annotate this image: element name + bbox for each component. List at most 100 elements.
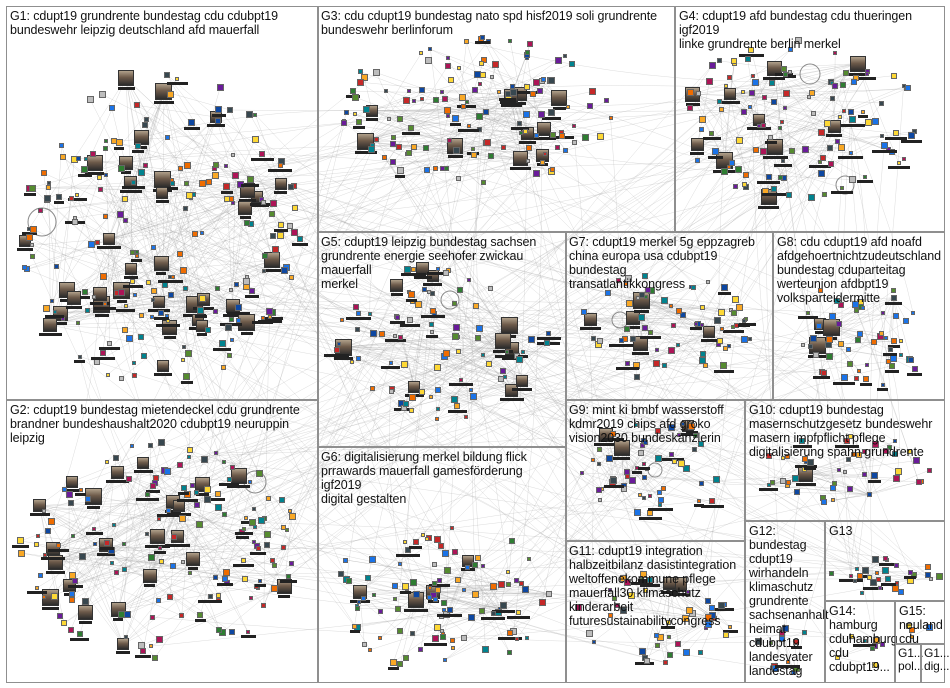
edge	[343, 346, 512, 391]
edge	[359, 81, 709, 283]
edge	[724, 60, 735, 161]
edge	[130, 137, 168, 183]
edge	[385, 90, 642, 344]
group-box-g5: G5: cdupt19 leipzig bundestag sachsen gr…	[318, 232, 566, 447]
group-label-g10: G10: cdupt19 bundestag masernschutzgeset…	[749, 403, 933, 459]
edge	[414, 292, 429, 388]
edge	[118, 486, 154, 610]
edge	[44, 554, 519, 613]
edge	[169, 139, 256, 328]
edge	[365, 53, 422, 142]
edge	[343, 313, 435, 348]
edge	[805, 474, 870, 495]
edge	[62, 156, 669, 623]
edge	[831, 82, 914, 314]
edge	[204, 458, 886, 559]
edge	[166, 74, 455, 401]
edge	[432, 275, 510, 326]
edge	[724, 67, 775, 161]
edge	[118, 532, 243, 610]
edge	[481, 171, 725, 612]
edge	[411, 325, 510, 411]
edge	[700, 618, 716, 653]
edge	[643, 354, 816, 498]
edge	[641, 300, 703, 325]
edge	[529, 558, 550, 595]
group-box-g14: G14: hamburg cduhamburg cdu cdubpt19...	[825, 601, 898, 683]
edge	[158, 232, 295, 303]
edge	[141, 586, 285, 646]
edge	[774, 67, 852, 577]
edge	[435, 560, 469, 639]
edge	[671, 332, 710, 351]
edge	[410, 116, 480, 128]
edge	[721, 109, 829, 345]
edge	[589, 583, 670, 634]
edge	[520, 100, 607, 159]
edge	[476, 64, 496, 329]
edge	[643, 574, 716, 619]
group-box-g9: G9: mint ki bmbf wasserstoff kdmr2019 ch…	[566, 400, 745, 541]
edge	[416, 593, 486, 650]
edge	[817, 290, 894, 346]
edge	[768, 441, 896, 486]
edge	[114, 98, 560, 142]
edge	[168, 303, 455, 511]
edge	[781, 632, 805, 634]
edge	[360, 71, 528, 135]
edge	[164, 338, 750, 472]
edge	[125, 122, 192, 163]
edge	[729, 93, 746, 176]
edge	[69, 526, 255, 586]
edge	[168, 349, 657, 511]
group-label-g7: G7: cdupt19 merkel 5g eppzagreb china eu…	[569, 235, 755, 291]
edge	[456, 112, 814, 328]
edge	[433, 595, 500, 609]
edge	[475, 564, 502, 585]
edge	[117, 472, 258, 547]
edge	[644, 618, 715, 658]
edge	[395, 585, 500, 609]
group-box-g17: G1... dig...	[921, 644, 950, 683]
edge	[227, 327, 416, 542]
edge	[106, 544, 190, 574]
group-box-g8: G8: cdu cdupt19 afd noafd afdgehoertnich…	[773, 232, 945, 400]
edge	[479, 116, 545, 130]
edge	[118, 524, 201, 610]
edge	[697, 143, 764, 152]
edge	[775, 135, 882, 147]
edge	[432, 463, 645, 593]
edge	[222, 141, 838, 633]
edge	[697, 143, 843, 188]
edge	[775, 146, 851, 154]
edge	[246, 111, 486, 323]
edge	[60, 198, 232, 314]
edge	[466, 41, 613, 479]
edge	[69, 562, 183, 586]
edge	[346, 112, 456, 146]
edge	[491, 76, 521, 159]
edge	[281, 332, 710, 500]
edge	[119, 142, 281, 185]
edge	[60, 120, 218, 314]
edge	[104, 91, 165, 304]
edge	[610, 583, 670, 617]
edge	[28, 236, 160, 303]
edge	[581, 472, 870, 495]
edge	[509, 40, 521, 94]
edge	[365, 63, 572, 142]
edge	[189, 195, 273, 261]
group-box-g1: G1: cdupt19 grundrente bundestag cdu cdu…	[6, 6, 318, 400]
edge	[434, 564, 549, 595]
edge	[790, 63, 859, 72]
edge	[508, 114, 527, 585]
edge	[765, 126, 835, 192]
edge	[60, 300, 703, 314]
edge	[125, 78, 248, 277]
group-label-g9: G9: mint ki bmbf wasserstoff kdmr2019 ch…	[569, 403, 724, 445]
edge	[106, 452, 217, 546]
edge	[384, 157, 731, 628]
edge	[71, 198, 355, 627]
edge	[39, 505, 223, 633]
edge	[343, 338, 549, 348]
